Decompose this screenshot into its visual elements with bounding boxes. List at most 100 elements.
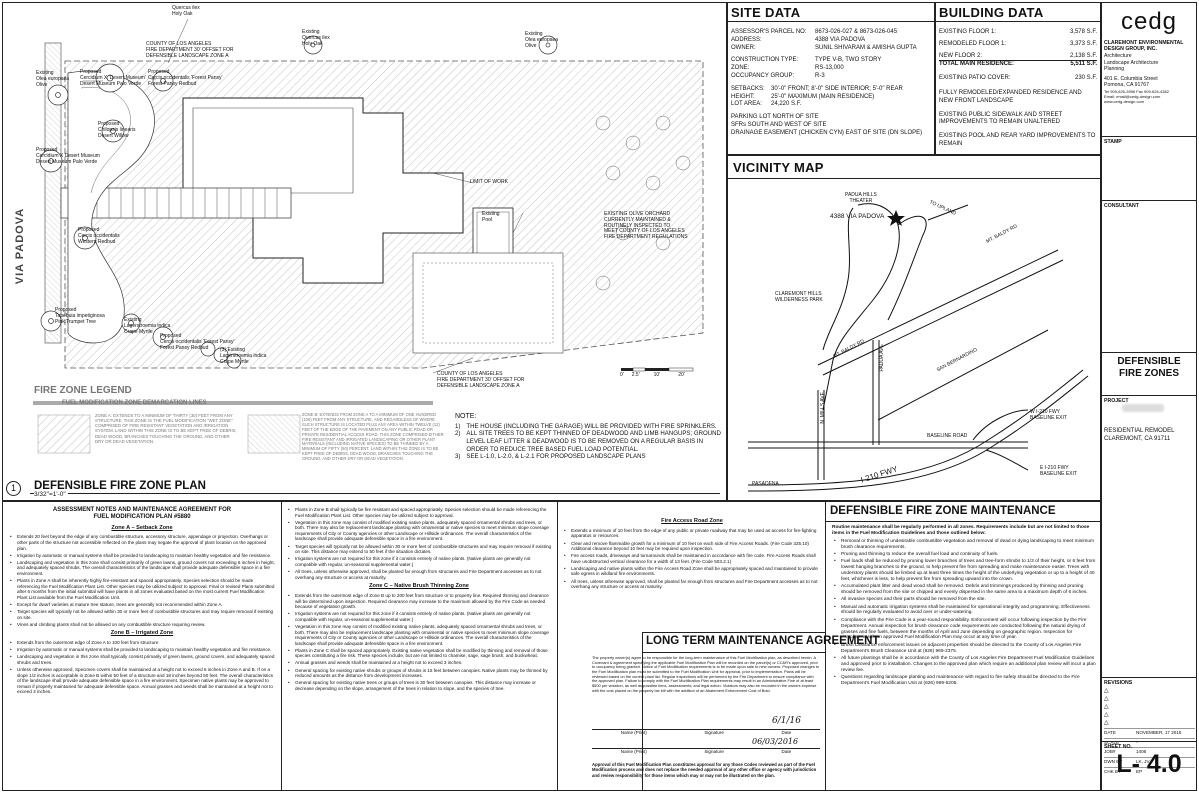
label-proposed-1: Proposed Cercidium X 'Desert Museum' Des… xyxy=(80,69,146,87)
scale-label-0: 0' xyxy=(620,372,624,378)
site-row: LOT AREA:24,220 S.F. xyxy=(731,101,802,108)
list-item: Irrigation systems are not required for … xyxy=(286,611,552,622)
signature-labels-1: Name (Print) Signature Date xyxy=(592,730,820,735)
building-row: REMODELED FLOOR 1:3,373 S.F. xyxy=(939,40,1097,47)
assessment-col-1: ASSESSMENT NOTES AND MAINTENANCE AGREEME… xyxy=(8,507,276,697)
list-item: Accumulated plant litter and dead wood s… xyxy=(832,584,1096,596)
note-item-2: 2)ALL SITE TREES TO BE KEPT THINNED OF D… xyxy=(455,430,723,453)
building-data-title: BUILDING DATA xyxy=(939,5,1044,20)
label-existing-olive-2: Existing Olea europaea Olive xyxy=(525,31,559,49)
vicinity-address: 4388 VIA PADOVA xyxy=(830,213,885,220)
sig-label: Date xyxy=(781,749,792,754)
firm-email: Email: email@cedg-design.com www.cedg-de… xyxy=(1104,93,1161,104)
plan-title: DEFENSIBLE FIRE ZONE PLAN xyxy=(34,480,206,492)
list-item: All trees, unless otherwise approved, sh… xyxy=(286,569,552,580)
vicinity-park: CLAREMONT HILLS WILDERNESS PARK xyxy=(775,291,823,303)
vicinity-title: VICINITY MAP xyxy=(733,160,824,175)
assessment-col-2: Plants in Zone B shall typically be fire… xyxy=(286,507,552,693)
zone-c-list: Extends from the outermost edge of Zone … xyxy=(286,593,552,692)
firm-phone: Tel 909-626-3996 Fax 909-626-4382 xyxy=(1104,88,1169,94)
site-context: PARKING LOT NORTH OF SITE SFRs SOUTH AND… xyxy=(731,114,931,137)
label-existing-pool: Existing Pool xyxy=(482,211,500,223)
list-item: All future plantings shall be in accorda… xyxy=(832,656,1096,674)
list-item: Annual grasses and weeds shall be mainta… xyxy=(286,660,552,666)
site-data: SITE DATA ASSESSOR'S PARCEL NO:8673-026-… xyxy=(727,3,935,138)
legend-subtitle: FUEL MODIFICATION ZONE DEMARCATION LINES xyxy=(62,400,207,406)
list-item: Manual and automatic irrigation systems … xyxy=(832,605,1096,617)
site-row: SETBACKS:30'-0" FRONT; 8'-0" SIDE INTERI… xyxy=(731,85,903,92)
zone-b-title: Zone B – Irrigated Zone xyxy=(110,630,174,637)
vicinity-map xyxy=(747,203,1089,492)
building-note: EXISTING POOL AND REAR YARD IMPROVEMENTS… xyxy=(939,133,1096,147)
plan-number-circle: 1 xyxy=(6,481,21,496)
list-item: Irrigation by automatic or manual system… xyxy=(8,647,276,653)
zone-b-cont-list: Plants in Zone B shall typically be fire… xyxy=(286,507,552,580)
label-existing-olive: Existing Olea europaea Olive xyxy=(36,70,70,88)
label-quercus: Quercus ilex Holy Oak xyxy=(172,5,200,17)
fire-access-block: Fire Access Road Zone Extends a minimum … xyxy=(562,515,822,591)
site-row: ASSESSOR'S PARCEL NO:8673-026-027 & 8673… xyxy=(731,29,898,35)
project-name-redacted xyxy=(1122,404,1164,412)
long-term-panel xyxy=(642,632,825,791)
zone-a-title: Zone A – Setback Zone xyxy=(111,524,173,531)
meta-row: JOB#1406 xyxy=(1104,747,1195,757)
site-data-title: SITE DATA xyxy=(731,5,801,20)
list-item: Plants in Zone A shall be inherently hig… xyxy=(8,578,276,600)
label-proposed-2: Proposed Cercis occidentalis 'Forest Pan… xyxy=(148,69,223,87)
plan-scale: 3/32"=1'-0" xyxy=(34,491,68,498)
sheet-number: L- 4.0 xyxy=(1116,750,1182,778)
revisions-label: REVISIONS xyxy=(1104,680,1133,686)
sheet-no-label: SHEET NO. xyxy=(1104,744,1132,750)
list-item: Questions regarding landscape planting a… xyxy=(832,675,1096,687)
scale-label-3: 20' xyxy=(678,372,685,378)
label-existing-lager-2: (3) Existing Lagerstroemia indica Crape … xyxy=(220,347,267,365)
note-block: NOTE: 1)THE HOUSE (INCLUDING THE GARAGE)… xyxy=(455,413,723,461)
building-row: EXISTING PATIO COVER:230 S.F. xyxy=(939,75,1097,82)
long-term-text: The property owner(s) agree to be respon… xyxy=(592,655,820,693)
list-item: Extends from the outermost edge of Zone … xyxy=(8,640,276,646)
note-text-1: THE HOUSE (INCLUDING THE GARAGE) WILL BE… xyxy=(466,422,717,430)
site-row: HEIGHT:25'-0" MAXIMUM (MAIN RESIDENCE) xyxy=(731,93,875,100)
list-item: Fuel loads shall be reduced by pruning l… xyxy=(832,559,1096,582)
legend-title: FIRE ZONE LEGEND xyxy=(34,385,132,396)
list-item: Irrigation systems are not required for … xyxy=(286,556,552,567)
vicinity-exit-bot: E I-210 FWY BASELINE EXIT xyxy=(1040,465,1077,477)
label-county-bottom: COUNTY OF LOS ANGELES FIRE DEPARTMENT 30… xyxy=(437,371,525,389)
signature-block: 6/1/16 Name (Print) Signature Date 06/03… xyxy=(592,716,820,754)
fire-access-list: Extends a minimum of 10 feet from the ed… xyxy=(562,528,822,590)
site-context-line: DRAINAGE EASEMENT (CHICKEN CYN) EAST OF … xyxy=(731,129,923,136)
firm-address: 401 E. Columbia Street Pomona, CA 91767 xyxy=(1104,75,1158,89)
vicinity-padua: PADUA AVE xyxy=(878,344,885,372)
firm-service: Architecture xyxy=(1104,53,1132,60)
zone-b-list: Extends from the outermost edge of Zone … xyxy=(8,640,276,695)
maintenance-block: Routine maintenance shall be regularly p… xyxy=(832,525,1096,688)
revision-marks: △ △ △ △ △ xyxy=(1104,687,1109,727)
project-label: PROJECT xyxy=(1104,398,1129,404)
note-title: NOTE: xyxy=(455,413,477,420)
stamp-label: STAMP xyxy=(1104,139,1122,145)
scale-bar-labels: 0' 2.5' 10' 20' xyxy=(620,372,685,379)
list-item: Unless otherwise approved, Specimen cove… xyxy=(8,667,276,695)
list-item: Pruning and thinning to reduce the overa… xyxy=(832,552,1096,558)
sig-label: Date xyxy=(781,730,792,735)
revision-mark: △ xyxy=(1104,688,1109,694)
notes-panel xyxy=(2,501,1101,791)
list-item: Irrigation by automatic or manual system… xyxy=(8,553,276,559)
title-block xyxy=(1101,2,1197,791)
label-existing-lagerstroemia: Existing Lagerstroemia indica Crape Myrt… xyxy=(124,317,171,335)
list-item: Plants in Zone C shall be spaced appropr… xyxy=(286,648,552,659)
list-item: Extends a minimum of 10 feet from the ed… xyxy=(562,528,822,539)
revision-mark: △ xyxy=(1104,720,1109,727)
signature-labels-2: Name (Print) Signature Date xyxy=(592,749,820,754)
list-item: All invasive species and their parts sho… xyxy=(832,597,1096,603)
label-proposed-cercidium: Proposed Cercidium X Desert Museum Deser… xyxy=(36,147,100,165)
site-context-line: PARKING LOT NORTH OF SITE xyxy=(731,114,819,121)
list-item: Target species will typically not be all… xyxy=(8,609,276,620)
scale-label-2: 10' xyxy=(653,372,661,378)
label-proposed-cercis: Proposed Cercis occidentalis Western Red… xyxy=(78,227,120,245)
building-row: NEW FLOOR 2:2,138 S.F. xyxy=(939,53,1097,62)
